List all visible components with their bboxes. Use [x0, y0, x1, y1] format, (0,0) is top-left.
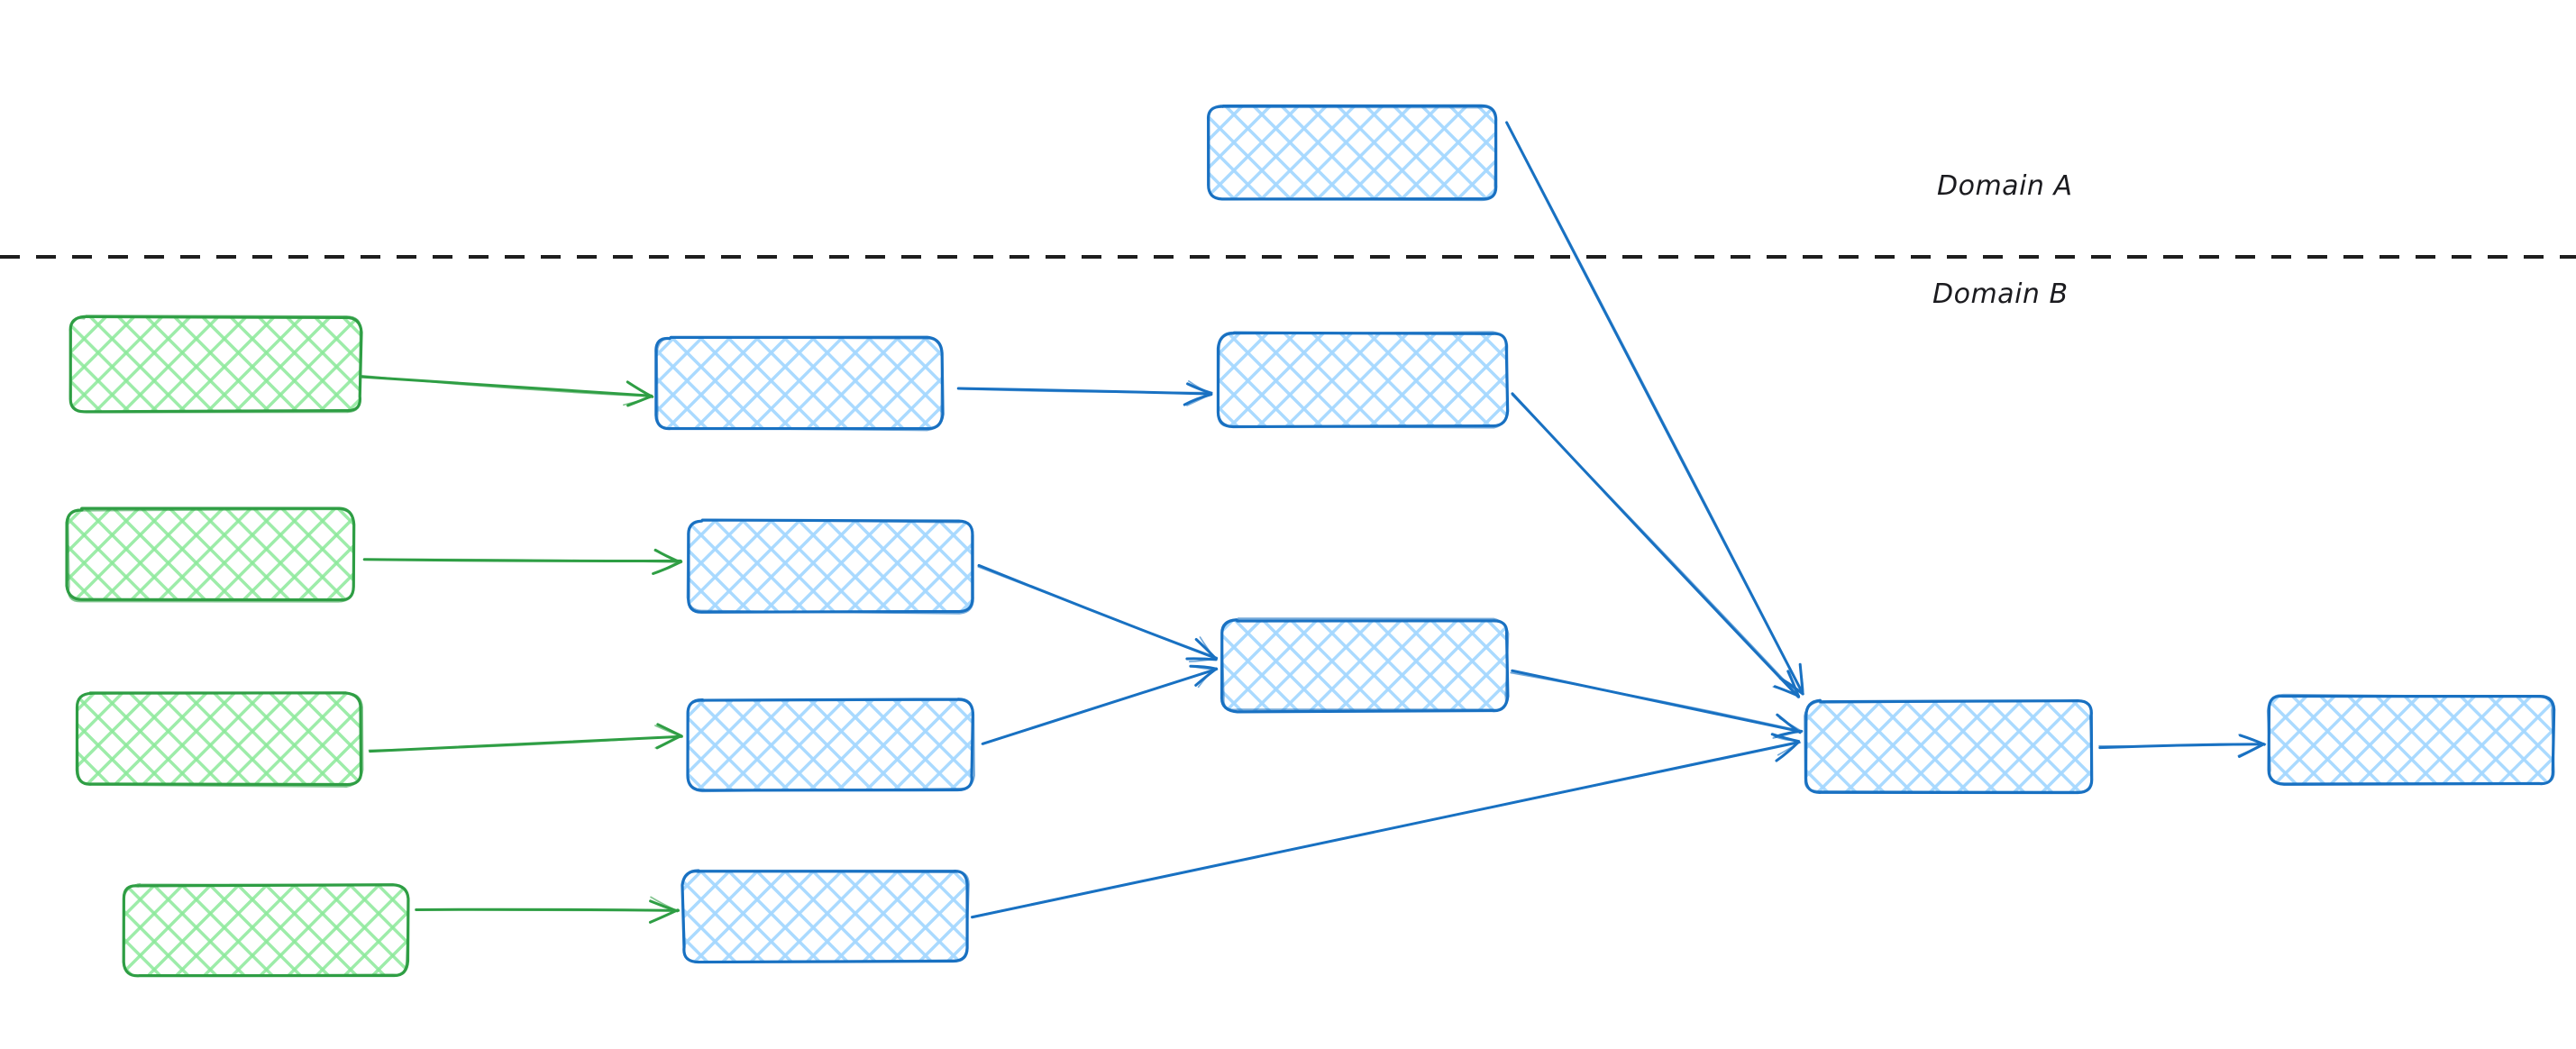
edge-shaft: [415, 908, 681, 912]
node-green-box[interactable]: [75, 691, 364, 788]
arrowhead-barb: [1199, 636, 1217, 661]
node-green-box[interactable]: [69, 315, 363, 414]
node-blue-box[interactable]: [654, 335, 945, 432]
node-fill: [2269, 696, 2553, 784]
node-fill: [688, 521, 973, 612]
edge-shaft: [981, 668, 1219, 745]
edge-arrow[interactable]: [1510, 669, 1804, 739]
edge-shaft: [1505, 121, 1804, 696]
node-outline: [1804, 699, 2094, 793]
node-outline: [1217, 331, 1509, 429]
node-outline: [2266, 693, 2555, 785]
arrowhead-barb: [2238, 734, 2265, 745]
node-fill: [124, 885, 407, 976]
edge-arrow[interactable]: [2098, 734, 2267, 759]
edge-shaft: [1511, 394, 1800, 698]
edge-shaft: [2098, 743, 2267, 747]
edge-shaft: [957, 388, 1213, 394]
node-blue-box[interactable]: [1207, 104, 1498, 202]
node-blue-box[interactable]: [681, 869, 970, 964]
label-domain-a: Domain A: [1937, 170, 2072, 202]
edge-arrow[interactable]: [981, 664, 1219, 745]
edge-shaft: [1510, 671, 1804, 733]
edge-arrow[interactable]: [368, 723, 683, 753]
edge-shaft: [362, 558, 682, 563]
arrowhead-barb: [622, 396, 653, 406]
arrowhead-barb: [1788, 671, 1799, 698]
node-outline: [67, 507, 355, 603]
edges-layer: [360, 121, 2267, 924]
node-fill: [77, 694, 361, 785]
node-outline: [123, 883, 410, 977]
node-fill: [1805, 701, 2092, 793]
node-fill: [1208, 106, 1496, 199]
edge-arrow[interactable]: [415, 896, 681, 924]
nodes-layer: [65, 104, 2556, 978]
label-domain-b: Domain B: [1932, 278, 2069, 310]
node-fill: [688, 699, 973, 790]
node-blue-box[interactable]: [1804, 698, 2094, 795]
node-outline: [76, 691, 364, 788]
edge-shaft: [971, 742, 1802, 918]
arrowhead-barb: [653, 550, 681, 563]
arrowhead-barb: [650, 909, 679, 924]
edge-shaft: [1511, 669, 1802, 734]
node-fill: [1222, 620, 1507, 711]
node-fill: [656, 338, 942, 429]
arrowhead-barb: [1189, 665, 1218, 670]
node-outline: [686, 698, 975, 793]
edge-shaft: [977, 566, 1219, 659]
node-outline: [686, 518, 974, 615]
edge-arrow[interactable]: [1505, 121, 1804, 696]
labels-layer: Domain A Domain B: [1932, 170, 2072, 310]
node-blue-box[interactable]: [686, 518, 974, 615]
arrowhead-barb: [656, 723, 683, 738]
node-outline: [655, 336, 944, 432]
node-blue-box[interactable]: [1216, 331, 1510, 429]
arrowhead-barb: [1188, 657, 1218, 662]
arrowhead-barb: [1187, 380, 1213, 395]
arrowhead-barb: [654, 735, 682, 749]
edge-shaft: [360, 374, 653, 397]
arrowhead-barb: [2237, 743, 2265, 757]
node-outline: [1208, 104, 1497, 202]
node-outline: [1220, 617, 1510, 711]
node-outline: [681, 870, 970, 963]
node-green-box[interactable]: [122, 883, 410, 978]
node-fill: [68, 509, 353, 600]
node-outline: [69, 315, 362, 414]
edge-shaft: [368, 734, 683, 752]
arrowhead-barb: [654, 725, 683, 738]
arrowhead-barb: [1799, 669, 1804, 695]
edge-arrow[interactable]: [362, 548, 683, 575]
node-blue-box[interactable]: [2266, 693, 2556, 786]
edge-arrow[interactable]: [977, 563, 1219, 662]
node-green-box[interactable]: [65, 506, 356, 603]
edge-arrow[interactable]: [956, 380, 1213, 406]
node-blue-box[interactable]: [1219, 617, 1510, 714]
edge-arrow[interactable]: [970, 733, 1802, 919]
arrowhead-barb: [1778, 717, 1803, 733]
edge-arrow[interactable]: [360, 374, 654, 407]
arrowhead-barb: [1777, 741, 1801, 756]
arrowhead-barb: [628, 383, 653, 397]
node-fill: [70, 317, 361, 411]
node-blue-box[interactable]: [686, 698, 975, 793]
arrowhead-barb: [650, 896, 679, 912]
arrowhead-barb: [1773, 735, 1800, 743]
node-fill: [1219, 333, 1507, 426]
arrowhead-barb: [1186, 393, 1212, 406]
node-fill: [683, 871, 967, 962]
edge-arrow[interactable]: [1511, 392, 1801, 698]
